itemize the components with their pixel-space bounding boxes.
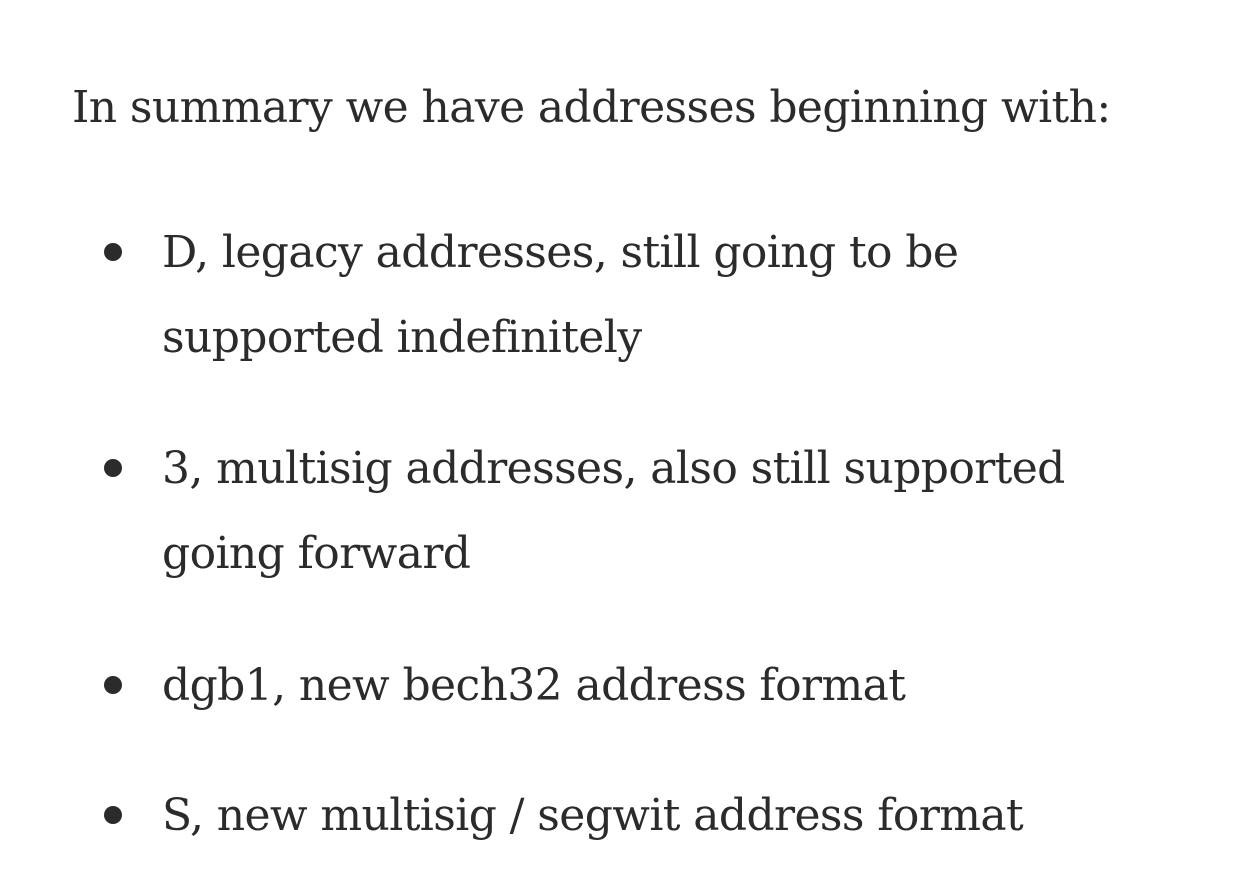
bullet-icon	[104, 243, 122, 261]
summary-paragraph: In summary we have addresses beginning w…	[72, 82, 1111, 133]
list-item-text: D, legacy addresses, still going to be s…	[162, 210, 1112, 380]
bullet-icon	[104, 806, 122, 824]
article-body: In summary we have addresses beginning w…	[72, 78, 1192, 841]
list-item-line: S, new multisig / segwit address format	[162, 790, 1024, 841]
list-item-line: 3, multisig addresses, also still suppor…	[162, 443, 1065, 494]
list-item-line: going forward	[162, 528, 471, 579]
bullet-icon	[104, 676, 122, 694]
bullet-icon	[104, 459, 122, 477]
list-item-line: dgb1, new bech32 address format	[162, 660, 906, 711]
list-item-text: dgb1, new bech32 address format	[162, 643, 1112, 728]
list-item-line: D, legacy addresses, still going to be	[162, 227, 959, 278]
list-item-line: supported indefinitely	[162, 312, 642, 363]
list-item-text: 3, multisig addresses, also still suppor…	[162, 426, 1112, 596]
list-item-text: S, new multisig / segwit address format	[162, 773, 1112, 858]
